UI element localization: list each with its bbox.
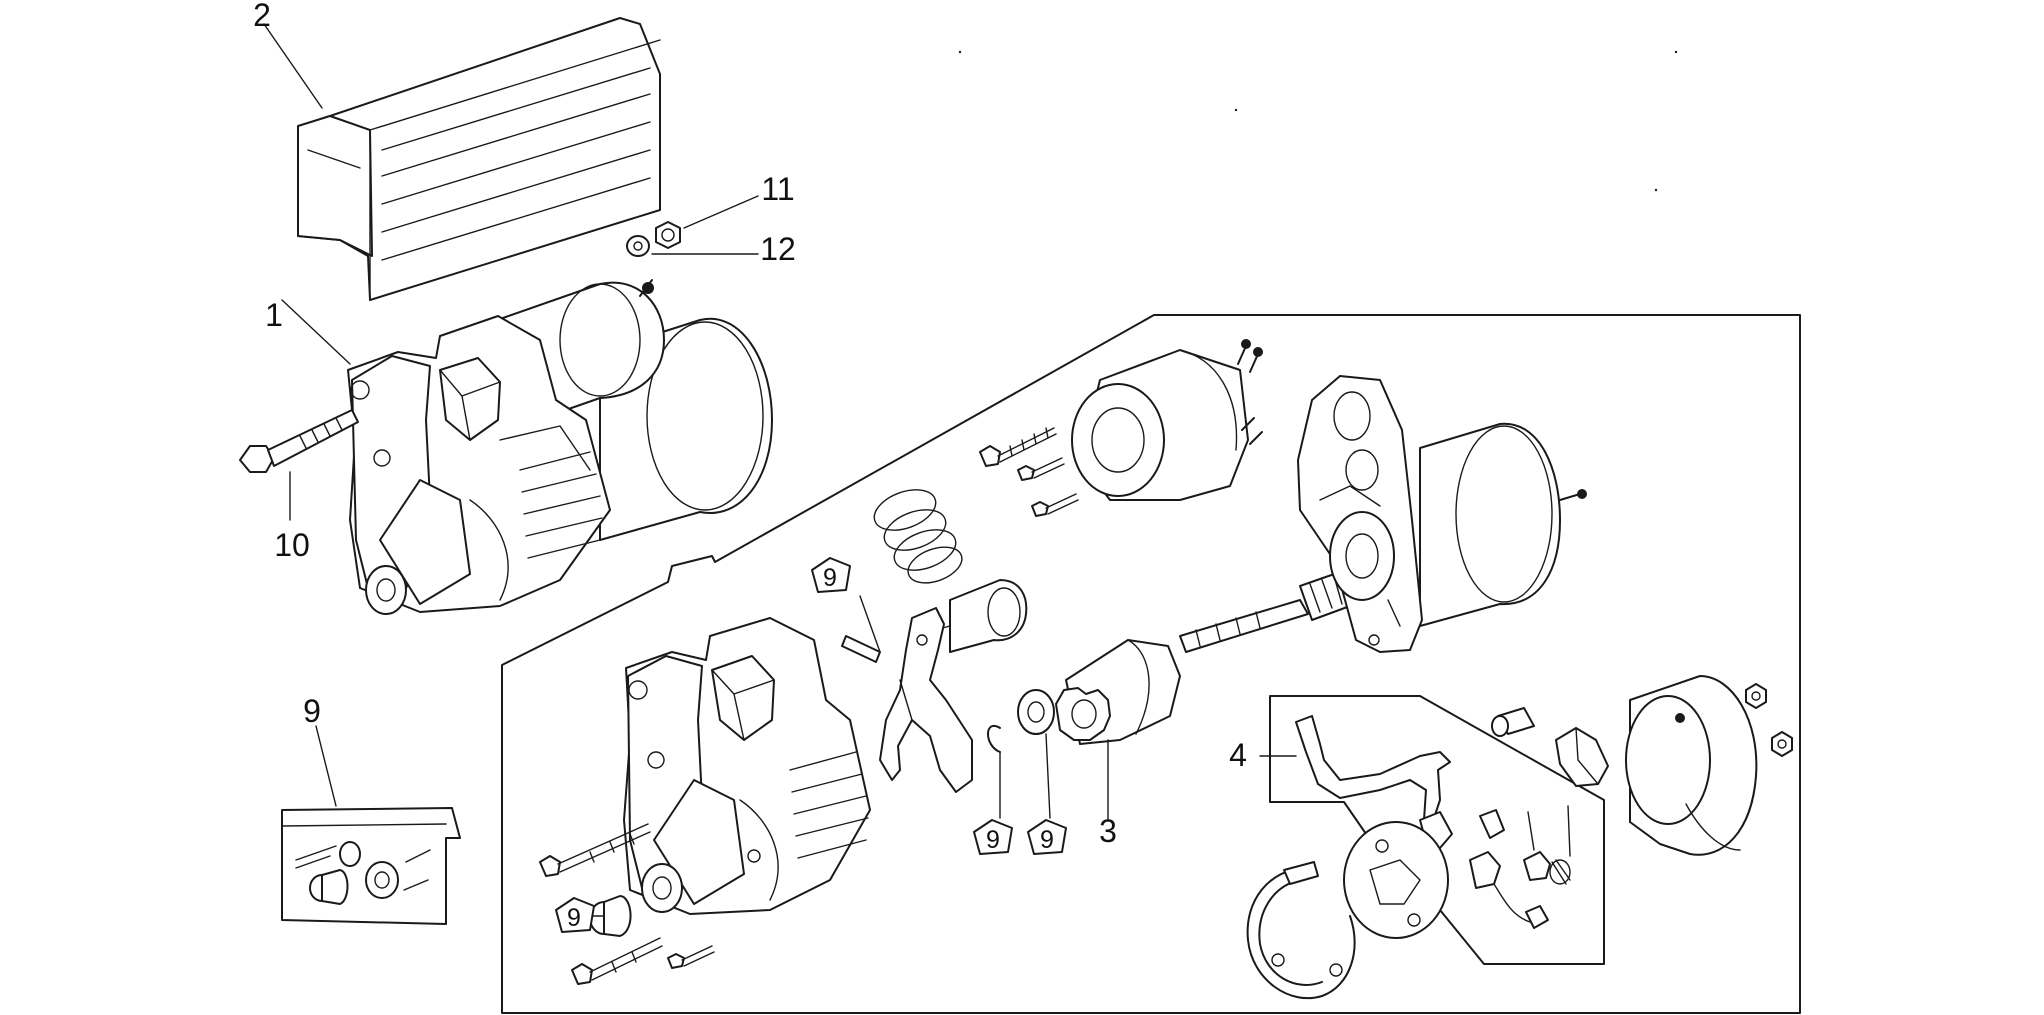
callout-4: 4 xyxy=(1229,737,1247,773)
badge-9-pin: 9 xyxy=(811,557,851,593)
armature-shaft xyxy=(1179,571,1351,653)
part-3-drive-pinion xyxy=(1055,639,1181,745)
exploded-motor-yoke xyxy=(1297,375,1587,653)
service-kit-boundary xyxy=(501,314,1801,1014)
part-11-nut xyxy=(655,221,681,249)
part-12-washer xyxy=(626,235,650,257)
badge-9-circlip: 9 xyxy=(973,819,1013,855)
callout-9-kit: 9 xyxy=(303,693,321,729)
leader-lines xyxy=(263,23,1297,917)
engagement-fork xyxy=(879,607,973,793)
badge-9-bushing: 9 xyxy=(555,897,595,933)
plunger-spring xyxy=(873,489,963,584)
part-2-cover xyxy=(297,17,661,301)
through-bolts xyxy=(539,823,715,985)
part-10-bolt xyxy=(239,409,359,473)
part-1-starter-assembly xyxy=(347,279,773,615)
small-bush xyxy=(1491,707,1535,737)
circlip xyxy=(987,724,1001,753)
callout-10: 10 xyxy=(274,527,310,563)
small-cap xyxy=(1555,727,1609,787)
brush-kit-boundary xyxy=(1269,695,1605,965)
callout-1: 1 xyxy=(265,297,283,333)
badge-9-washer: 9 xyxy=(1027,819,1067,855)
brush-plate xyxy=(1295,715,1505,849)
callout-11: 11 xyxy=(761,171,794,207)
exploded-drive-housing xyxy=(623,617,871,915)
part-9-small-kit xyxy=(281,807,461,925)
callout-2: 2 xyxy=(253,0,271,33)
lever-pin xyxy=(841,635,881,663)
brush-ring-plate xyxy=(1343,821,1449,939)
badge-9-pin-label: 9 xyxy=(823,564,837,592)
end-cover xyxy=(1625,675,1758,856)
bushing xyxy=(589,895,632,937)
badge-9-circlip-label: 9 xyxy=(986,826,1000,854)
badge-9-washer-label: 9 xyxy=(1040,826,1054,854)
end-cover-nuts xyxy=(1745,683,1793,757)
brush-holder-ring xyxy=(1246,861,1356,1000)
solenoid-screws xyxy=(979,427,1079,517)
callout-3: 3 xyxy=(1099,813,1117,849)
badge-9-bushing-label: 9 xyxy=(567,904,581,932)
exploded-solenoid xyxy=(1071,339,1263,501)
callout-12: 12 xyxy=(760,231,796,267)
thrust-washer xyxy=(1017,689,1055,735)
brushes xyxy=(1469,805,1571,929)
